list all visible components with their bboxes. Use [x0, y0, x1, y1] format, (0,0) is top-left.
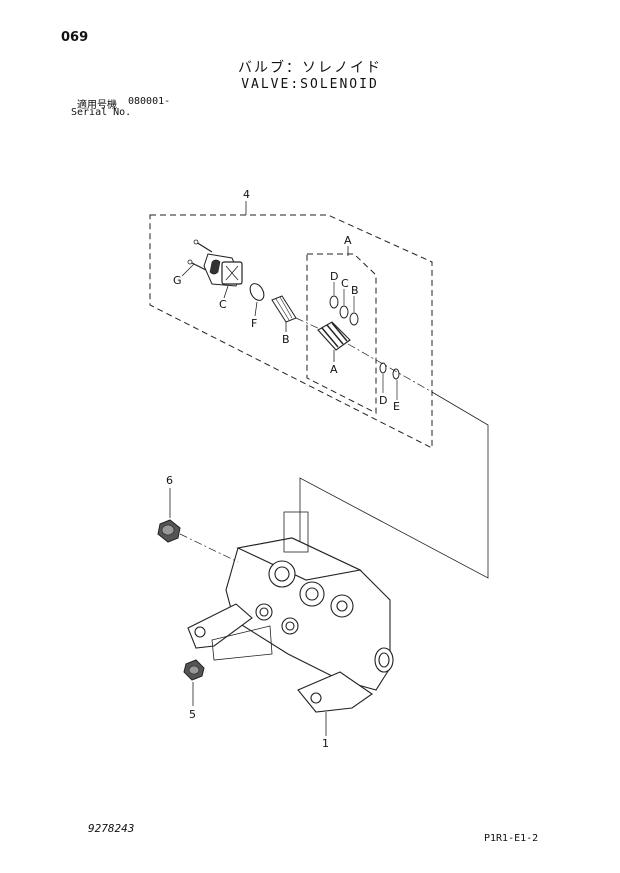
valve-body [187, 537, 394, 713]
callout-c-lower: C [219, 298, 227, 311]
kit-a-boundary [306, 253, 377, 414]
page-title-japanese: バルブ：ソレノイド [238, 60, 382, 76]
callout-1: 1 [322, 737, 329, 750]
o-ring-d-lower [379, 362, 387, 374]
callout-g: G [173, 274, 182, 287]
plug-6 [157, 519, 181, 543]
callout-d-upper: D [330, 270, 338, 283]
callout-5: 5 [189, 708, 196, 721]
callout-b-upper: B [351, 284, 359, 297]
callout-e: E [393, 400, 400, 413]
leader-c-lower [223, 285, 229, 299]
assembly-axis-2 [347, 343, 433, 393]
installation-leader [299, 391, 489, 600]
serial-label-japanese: 適用号機 [77, 100, 117, 111]
callout-kit-a: A [344, 234, 352, 247]
leader-g [181, 263, 195, 277]
callout-4: 4 [243, 188, 250, 201]
o-ring-d-upper [329, 295, 339, 309]
serial-value: 080001- [128, 96, 171, 107]
callout-c-upper: C [341, 277, 349, 290]
callout-6: 6 [166, 474, 173, 487]
callout-f: F [251, 317, 257, 330]
hatched-surface [283, 511, 309, 553]
assembly-axis [295, 317, 323, 331]
assembly-4-boundary [149, 214, 433, 449]
o-ring-f [249, 283, 265, 301]
callout-b-lower: B [282, 333, 290, 346]
drawing-number: 9278243 [88, 822, 135, 835]
cartridge-valve-a [317, 321, 351, 351]
plug-6-axis [179, 533, 239, 563]
solenoid-coil [187, 239, 243, 287]
serial-label-english: Serial No. [71, 107, 132, 118]
callout-a-lower: A [330, 363, 338, 376]
plunger-b [271, 295, 297, 323]
page-title-english: VALVE:SOLENOID [241, 77, 379, 92]
ring-e [392, 368, 400, 380]
mounting-surface [211, 625, 273, 661]
leader-f [254, 301, 258, 317]
o-ring-b-upper [349, 312, 359, 326]
o-ring-c-upper [339, 305, 349, 319]
callout-d-lower: D [379, 394, 387, 407]
sheet-code: P1R1-E1-2 [484, 833, 539, 844]
plug-5 [183, 659, 205, 681]
page-number: 069 [61, 30, 89, 45]
